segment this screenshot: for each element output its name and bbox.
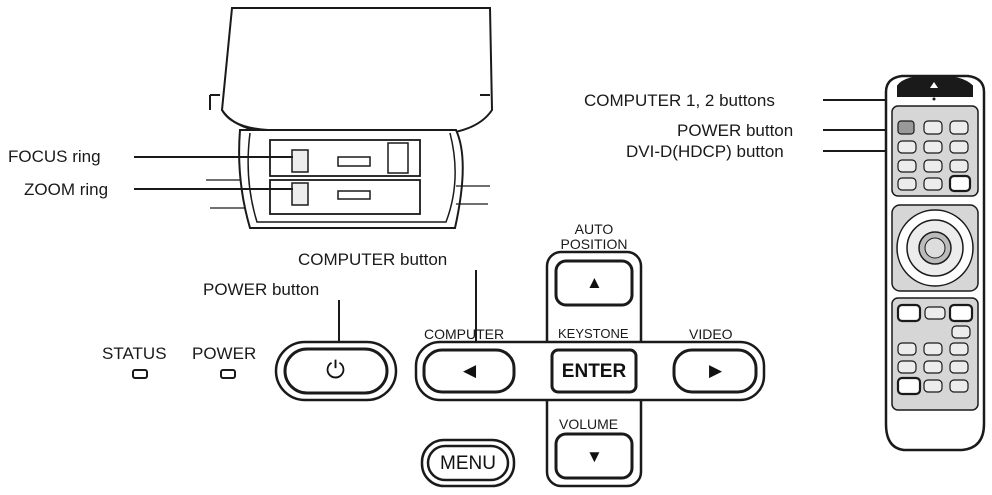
power-icon[interactable]: ⏻ bbox=[326, 357, 345, 384]
remote-computer1-button bbox=[923, 120, 943, 135]
status-indicator-label: STATUS bbox=[102, 344, 167, 363]
control-pad-shape bbox=[414, 250, 766, 488]
focus-ring-label: FOCUS ring bbox=[8, 147, 101, 166]
volume-label: VOLUME bbox=[559, 416, 619, 432]
power-indicator-label: POWER bbox=[192, 344, 257, 363]
projector-lens-housing bbox=[206, 7, 494, 229]
video-label: VIDEO bbox=[689, 326, 733, 342]
computer-1-2-buttons-label: COMPUTER 1, 2 buttons bbox=[584, 91, 775, 110]
up-arrow-button[interactable]: ▲ bbox=[586, 273, 603, 292]
keystone-label: KEYSTONE bbox=[558, 326, 629, 341]
enter-button[interactable]: ENTER bbox=[561, 361, 627, 382]
computer-key-label: COMPUTER bbox=[424, 326, 505, 342]
computer-button-label: COMPUTER button bbox=[298, 250, 448, 269]
status-lamp bbox=[132, 369, 148, 379]
auto-position-label: AUTO POSITION bbox=[560, 221, 628, 252]
remote-control bbox=[884, 74, 986, 452]
power-button-panel-label: POWER button bbox=[203, 280, 320, 299]
remote-computer2-button bbox=[949, 120, 969, 135]
right-arrow-button[interactable]: ▶ bbox=[709, 361, 723, 380]
remote-power-button bbox=[897, 120, 915, 135]
power-button-remote-label: POWER button bbox=[677, 121, 794, 140]
zoom-ring-label: ZOOM ring bbox=[24, 180, 109, 199]
dvi-button-label: DVI-D(HDCP) button bbox=[626, 142, 784, 161]
indicator-lamps bbox=[132, 369, 236, 379]
power-button-panel-shape bbox=[274, 340, 398, 402]
left-arrow-button[interactable]: ◀ bbox=[463, 361, 477, 380]
power-lamp bbox=[220, 369, 236, 379]
down-arrow-button[interactable]: ▼ bbox=[586, 447, 603, 466]
menu-button[interactable]: MENU bbox=[440, 453, 496, 474]
